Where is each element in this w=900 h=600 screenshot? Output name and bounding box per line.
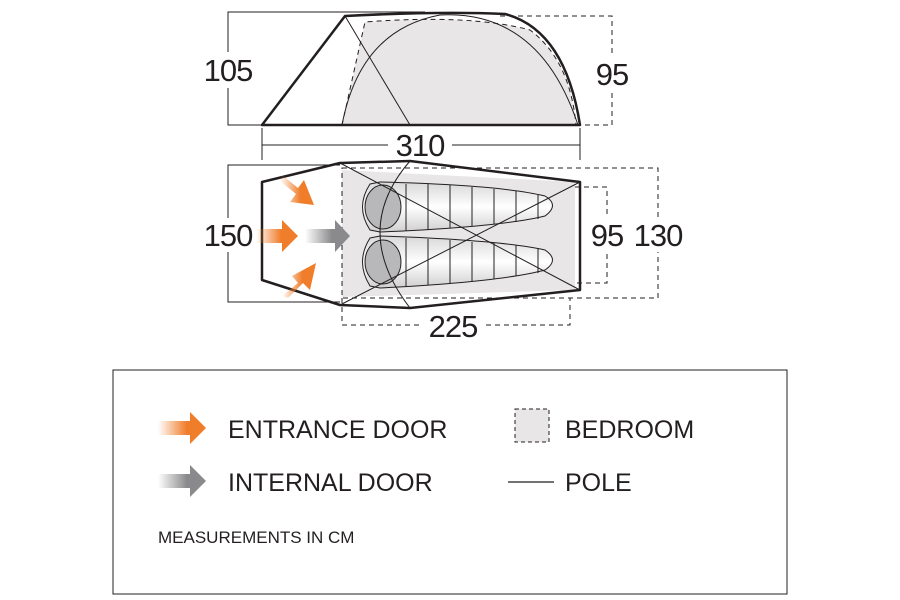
poles-plan (339, 160, 581, 309)
dim-length-total: 310 (396, 128, 445, 163)
floor-plan: 150 95 130 225 (200, 159, 688, 344)
legend-bedroom: BEDROOM (565, 416, 694, 444)
side-flysheet-outline (260, 11, 582, 127)
dim-height-bedroom: 95 (596, 57, 628, 92)
legend-internal-door: INTERNAL DOOR (228, 469, 433, 497)
legend-entrance-door: ENTRANCE DOOR (228, 416, 447, 444)
legend-pole: POLE (565, 469, 632, 497)
entrance-arrow-icon (282, 263, 316, 298)
internal-door-arrow-icon (305, 220, 350, 252)
dim-bedroom-length: 225 (429, 309, 478, 344)
dim-bedroom-width-inner: 95 (591, 218, 623, 253)
side-view: 105 95 310 (200, 11, 634, 163)
dim-bracket-225 (341, 298, 571, 326)
dim-bracket-95-plan (575, 186, 608, 284)
legend-measurement-note: MEASUREMENTS IN CM (158, 528, 354, 547)
dim-width-total: 150 (204, 218, 253, 253)
bedroom-legend-icon (514, 408, 550, 443)
entrance-door-legend-icon (158, 412, 206, 444)
side-bedroom-fill (341, 18, 577, 126)
entrance-arrow-icon (256, 220, 298, 252)
legend: ENTRANCE DOOR INTERNAL DOOR BEDROOM POLE… (112, 369, 788, 595)
side-pole-arc (341, 14, 579, 126)
entrance-door-arrows (256, 175, 316, 298)
dim-height-total: 105 (204, 53, 253, 88)
sleeping-bag (362, 181, 553, 233)
entrance-arrow-icon (280, 175, 314, 205)
flysheet-outline-plan (260, 159, 582, 310)
sleeping-bag (362, 235, 553, 289)
side-pole-line (344, 15, 411, 126)
sleeping-bags (362, 181, 553, 289)
dim-bedroom-width-outer: 130 (634, 218, 683, 253)
internal-door-legend-icon (158, 465, 206, 497)
